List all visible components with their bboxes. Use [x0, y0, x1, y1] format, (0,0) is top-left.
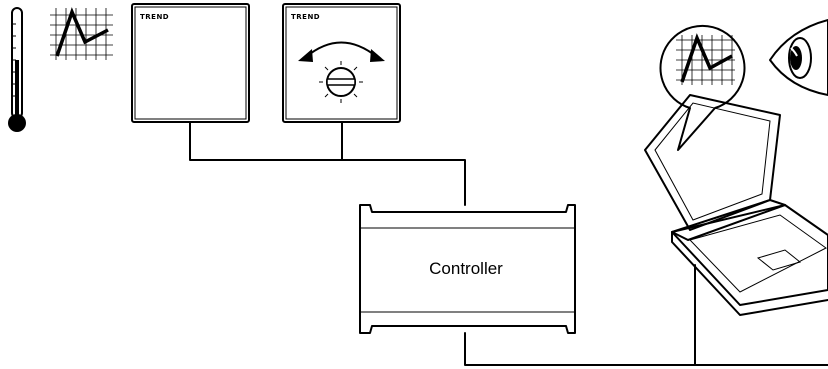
setpoint-knob-icon	[298, 41, 385, 103]
controller-label: Controller	[429, 259, 503, 278]
speech-bubble-icon	[659, 24, 746, 151]
network-wiring	[189, 121, 828, 366]
thermometer-icon	[8, 7, 26, 132]
eye-icon	[769, 19, 828, 96]
trend-graph-icon	[50, 7, 113, 60]
sensor-plain-brand: TREND	[140, 13, 169, 21]
sensor-knob: TREND	[282, 3, 401, 123]
sensor-knob-brand: TREND	[291, 13, 320, 21]
controller: Controller	[359, 204, 576, 334]
laptop-icon	[644, 94, 828, 316]
sensor-plain: TREND	[131, 3, 250, 123]
